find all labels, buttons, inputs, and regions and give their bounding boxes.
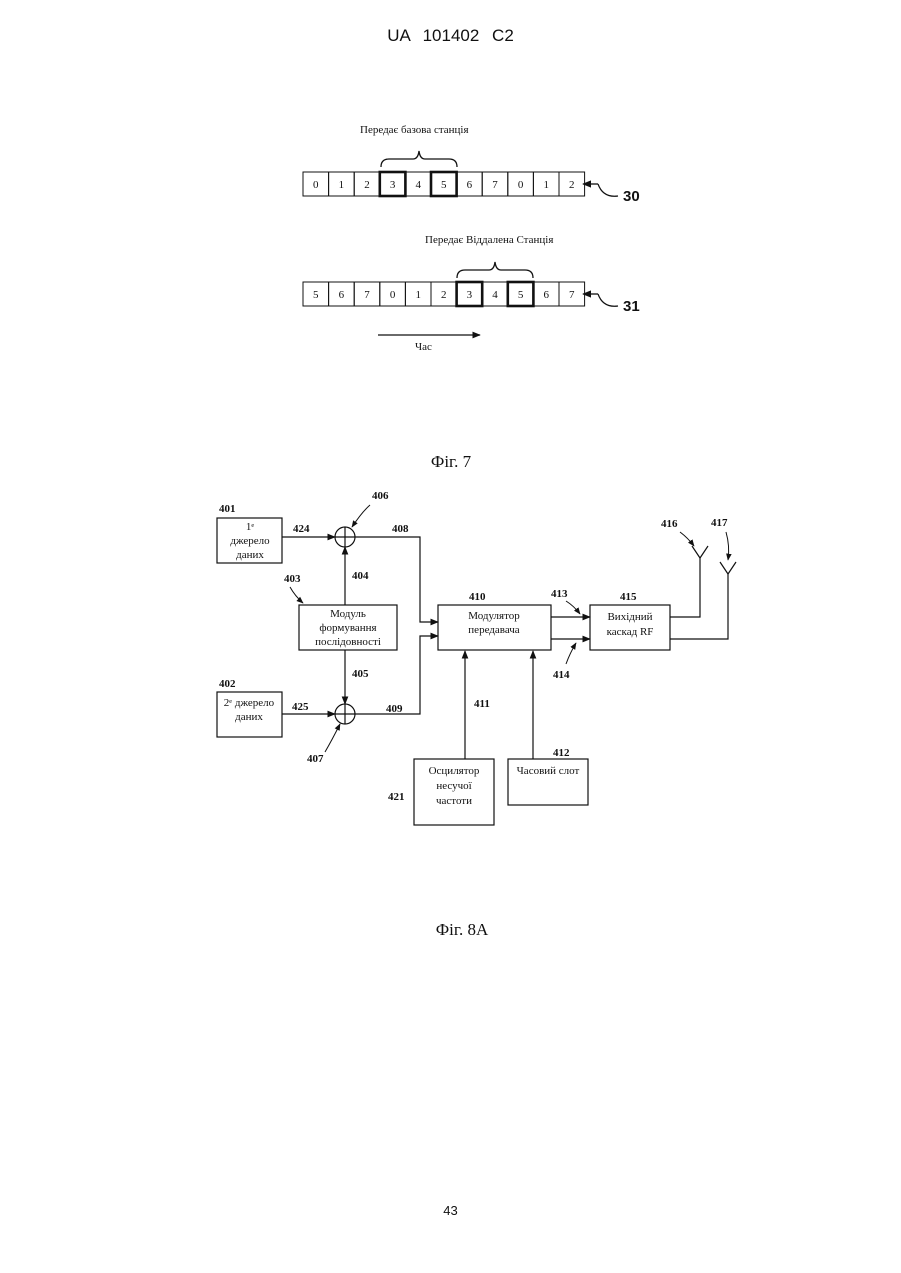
row31-leader xyxy=(598,294,618,306)
page-number: 43 xyxy=(0,1203,901,1218)
signal-424: 424 xyxy=(293,523,310,535)
signal-425: 425 xyxy=(292,701,309,713)
time-slot-ref: 412 xyxy=(553,747,570,759)
fig7-caption: Фіг. 7 xyxy=(431,452,472,471)
slot-number: 5 xyxy=(313,289,319,301)
oscillator-line3: частоти xyxy=(436,795,472,807)
fig8a: 401 1ᵉ джерело даних 402 2ᵉ джерело дани… xyxy=(217,490,736,939)
signal-404: 404 xyxy=(352,570,369,582)
sequence-module-line1: Модуль xyxy=(330,608,366,620)
source2-ref: 402 xyxy=(219,678,236,690)
base-station-label: Передає базова станція xyxy=(360,124,469,136)
sequence-module-ref: 403 xyxy=(284,573,301,585)
source1-line2: джерело xyxy=(230,535,270,547)
rf-stage-line1: Вихідний xyxy=(607,611,652,623)
antenna-416-ref: 416 xyxy=(661,518,678,530)
slot-number: 6 xyxy=(543,289,549,301)
source2-line2: даних xyxy=(235,711,263,723)
oscillator-line1: Осцилятор xyxy=(429,765,480,777)
slot-number: 1 xyxy=(339,179,345,191)
source1-ref: 401 xyxy=(219,503,236,515)
oscillator-line2: несучої xyxy=(436,780,472,792)
modulator-line1: Модулятор xyxy=(468,610,520,622)
slot-number: 0 xyxy=(390,289,396,301)
slot-number: 2 xyxy=(364,179,370,191)
sequence-module-line3: послідовності xyxy=(315,636,381,648)
antenna-417-ref: 417 xyxy=(711,517,728,529)
slot-number: 3 xyxy=(390,179,396,191)
signal-409: 409 xyxy=(386,703,403,715)
slot-number: 1 xyxy=(543,179,549,191)
antenna-416-feed xyxy=(670,558,700,617)
source1-line3: даних xyxy=(236,549,264,561)
fig7: Передає базова станція 01234567012 30 Пе… xyxy=(303,124,640,471)
time-label: Час xyxy=(415,341,432,353)
slot-number: 2 xyxy=(569,179,575,191)
antenna-416 xyxy=(692,546,708,558)
adder-bottom-ref: 407 xyxy=(307,753,324,765)
slot-number: 6 xyxy=(339,289,345,301)
row30-ref: 30 xyxy=(623,188,640,205)
remote-station-slot-row: 5 6 7 0 1 2 3 4 5 6 7 xyxy=(303,282,585,306)
slot-number: 7 xyxy=(569,289,575,301)
slot-number: 0 xyxy=(518,179,524,191)
remote-station-label: Передає Віддалена Станція xyxy=(425,234,553,246)
antenna-417 xyxy=(720,562,736,574)
slot-number: 3 xyxy=(467,289,473,301)
base-station-slot-row: 0 1 2 3 4 5 6 7 0 1 2 xyxy=(303,172,585,196)
antenna-417-feed xyxy=(670,574,728,639)
source2-line1: 2ᵉ джерело xyxy=(224,697,275,709)
adder-top-ref: 406 xyxy=(372,490,389,502)
rf-stage-ref: 415 xyxy=(620,591,637,603)
slot-number: 7 xyxy=(492,179,498,191)
slot-number: 5 xyxy=(441,179,447,191)
oscillator-ref: 421 xyxy=(388,791,405,803)
base-brace xyxy=(381,151,457,167)
row30-leader xyxy=(598,184,618,196)
slot-number: 1 xyxy=(415,289,421,301)
remote-brace xyxy=(457,262,533,278)
signal-413: 413 xyxy=(551,588,568,600)
row31-ref: 31 xyxy=(623,298,640,315)
rf-stage-line2: каскад RF xyxy=(607,626,654,638)
slot-number: 4 xyxy=(492,289,498,301)
signal-408: 408 xyxy=(392,523,409,535)
slot-number: 7 xyxy=(364,289,370,301)
sequence-module-line2: формування xyxy=(319,622,376,634)
time-slot-line1: Часовий слот xyxy=(517,765,580,777)
source1-line1: 1ᵉ xyxy=(246,521,255,533)
modulator-ref: 410 xyxy=(469,591,486,603)
slot-number: 6 xyxy=(467,179,473,191)
slot-number: 5 xyxy=(518,289,524,301)
fig8a-caption: Фіг. 8А xyxy=(436,920,489,939)
slot-number: 2 xyxy=(441,289,447,301)
signal-411: 411 xyxy=(474,698,490,710)
modulator-line2: передавача xyxy=(468,624,520,636)
signal-414: 414 xyxy=(553,669,570,681)
slot-number: 4 xyxy=(415,179,421,191)
slot-number: 0 xyxy=(313,179,319,191)
signal-405: 405 xyxy=(352,668,369,680)
